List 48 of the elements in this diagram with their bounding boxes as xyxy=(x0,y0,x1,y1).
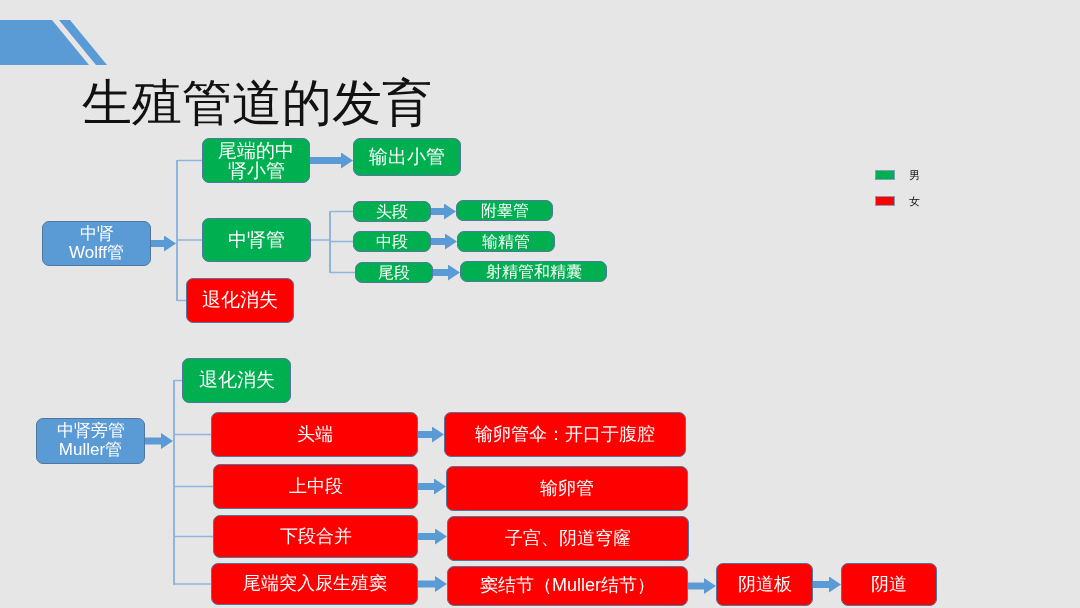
process-box: 退化消失 xyxy=(186,278,294,323)
process-box: 附睾管 xyxy=(456,200,553,221)
process-box: 上中段 xyxy=(213,464,418,509)
connector-line xyxy=(174,485,214,488)
connector-line xyxy=(330,240,354,243)
process-box: 头端 xyxy=(211,412,418,457)
process-box: 中段 xyxy=(353,231,431,252)
legend-label: 女 xyxy=(909,195,920,207)
process-box: 中肾旁管 Muller管 xyxy=(36,418,145,464)
connector-line xyxy=(174,583,212,585)
arrow xyxy=(145,433,173,449)
arrow xyxy=(688,578,716,594)
process-box: 中肾 Wolff管 xyxy=(42,221,151,266)
process-box: 射精管和精囊 xyxy=(460,261,607,282)
process-box: 尾段 xyxy=(355,262,433,283)
connector-line xyxy=(330,210,354,213)
arrow xyxy=(310,152,353,169)
arrow xyxy=(431,233,457,250)
arrow xyxy=(418,478,446,495)
process-box: 头段 xyxy=(353,201,431,222)
arrow xyxy=(418,528,447,545)
arrow xyxy=(418,426,444,443)
process-box: 退化消失 xyxy=(182,358,291,403)
process-box: 输精管 xyxy=(457,231,555,252)
arrow xyxy=(418,576,447,592)
connector-line xyxy=(177,239,203,241)
process-box: 尾端突入尿生殖窦 xyxy=(211,563,418,605)
process-box: 下段合并 xyxy=(213,515,418,558)
arrow xyxy=(813,576,841,593)
process-box: 输出小管 xyxy=(353,138,461,176)
process-box: 尾端的中肾小管 xyxy=(202,138,310,183)
title: 生殖管道的发育 xyxy=(82,78,432,128)
legend-label: 男 xyxy=(909,169,920,181)
arrow xyxy=(433,264,460,281)
connector-line xyxy=(310,239,330,241)
process-box: 中肾管 xyxy=(202,218,311,262)
process-box: 阴道 xyxy=(841,563,937,606)
process-box: 子宫、阴道穹窿 xyxy=(447,516,689,561)
connector-line xyxy=(330,271,356,274)
connector-line xyxy=(177,159,203,162)
arrow xyxy=(431,203,456,220)
arrow xyxy=(151,235,176,252)
process-box: 窦结节（Muller结节） xyxy=(447,566,688,606)
process-box: 输卵管伞：开口于腹腔 xyxy=(444,412,686,457)
connector-line xyxy=(174,535,214,538)
connector-line xyxy=(174,433,212,436)
process-box: 输卵管 xyxy=(446,466,688,511)
process-box: 阴道板 xyxy=(716,563,813,606)
